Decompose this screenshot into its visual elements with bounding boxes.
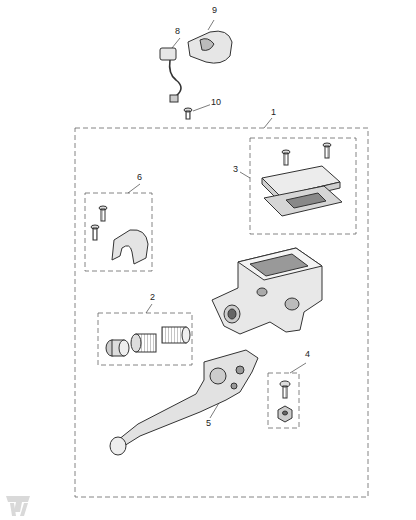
cap-group-boundary [250,138,356,234]
brake-lever [110,350,258,455]
reservoir-cap [262,143,342,216]
callout-number: 5 [205,418,212,428]
handlebar-clamp [91,206,148,264]
switch-screw [184,108,192,119]
callout-number: 4 [304,349,311,359]
callout-number: 9 [211,5,218,15]
pivot-group-boundary [268,373,299,428]
callout-number: 1 [270,107,277,117]
master-cylinder-body [212,248,322,334]
brake-light-switch [160,31,232,102]
callout-number: 2 [149,292,156,302]
callout-number: 3 [232,164,239,174]
callout-number: 6 [136,172,143,182]
piston-kit [106,327,190,356]
logo-mark [6,496,30,516]
pivot-bolt [278,381,292,422]
clamp-group-boundary [85,193,152,271]
callout-number: 10 [210,97,222,107]
assembly-boundary [75,128,368,497]
piston-group-boundary [98,313,192,365]
callout-number: 8 [174,26,181,36]
